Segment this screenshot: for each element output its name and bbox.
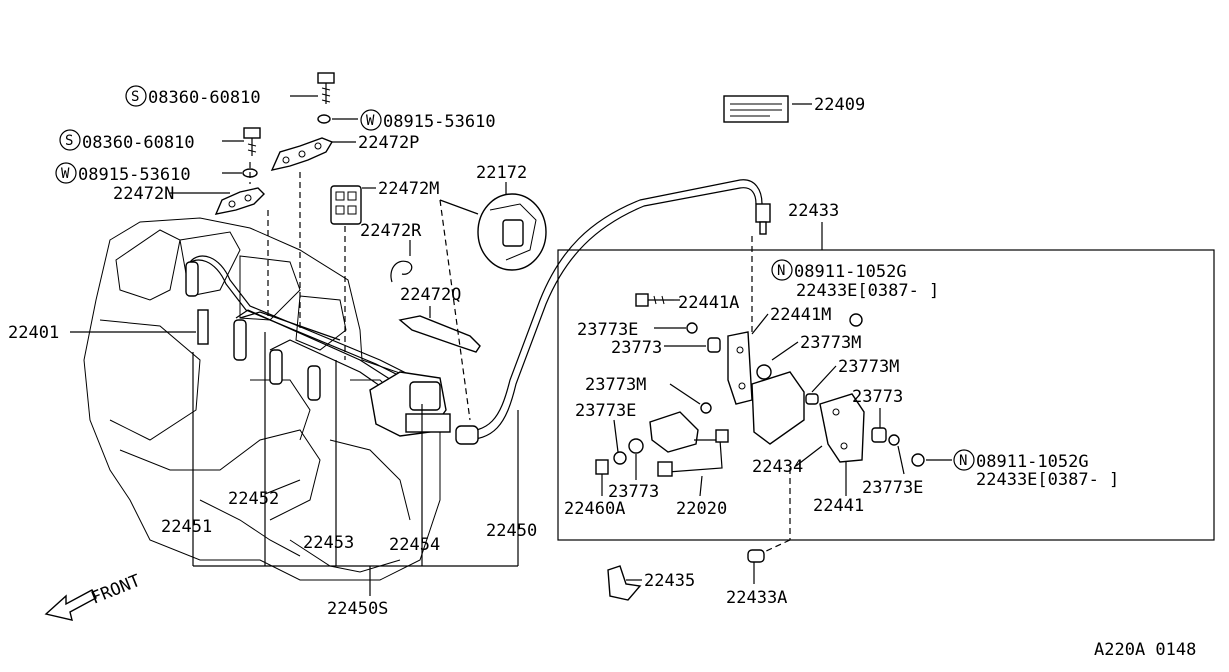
nut-bot-callout: N 08911-1052G 22433E[0387- ] [911, 449, 1119, 490]
engine-outline [83, 217, 441, 581]
label-23773m-a: 23773M [800, 333, 861, 353]
sensor-22020: 22020 [649, 411, 729, 519]
n-prefix-circle-2 [953, 449, 975, 471]
reference-code: A220A 0148 [1094, 640, 1196, 660]
washer-top-code: 08915-53610 [383, 112, 496, 132]
nut-22433e-top [849, 313, 863, 327]
front-label: FRONT [88, 571, 143, 609]
label-22433e-top: 22433E[0387- ] [796, 281, 939, 301]
ignition-coil-detail-box [557, 249, 1215, 541]
bolt-mid-icon [243, 127, 261, 156]
label-22472m: 22472M [378, 179, 439, 199]
label-23773-a: 23773 [611, 338, 662, 358]
lower-callout-lines [192, 332, 519, 596]
nut-top-callout: N 08911-1052G 22433E[0387- ] [771, 259, 939, 301]
label-22433e-bot: 22433E[0387- ] [976, 470, 1119, 490]
label-22441: 22441 [813, 496, 864, 516]
w-prefix-circle [360, 109, 382, 131]
bracket-22441: 22441 [813, 393, 865, 516]
clip-22435: 22435 [607, 565, 695, 601]
label-22450: 22450 [486, 521, 537, 541]
label-23773-c: 23773 [852, 387, 903, 407]
bolt-top-callout: S 08360-60810 [125, 72, 335, 108]
label-22450s: 22450S [327, 599, 388, 619]
label-22441a: 22441A [678, 293, 739, 313]
n-prefix: N [777, 263, 785, 279]
front-arrow: FRONT [44, 571, 143, 621]
label-23773m-c: 23773M [585, 375, 646, 395]
washer-23773e-c [888, 434, 900, 446]
bracket-22441m: 22441M [727, 305, 831, 405]
nut-bot-code: 08911-1052G [976, 452, 1089, 472]
label-22433a: 22433A [726, 588, 787, 608]
clamp-22472m: 22472M [330, 179, 439, 225]
label-22460a: 22460A [564, 499, 625, 519]
washer-mid-code: 08915-53610 [78, 165, 191, 185]
nut-22433e-bot [911, 453, 925, 467]
clamp-22472p: 22472P [270, 133, 419, 171]
label-22472p: 22472P [358, 133, 419, 153]
bolt-mid-code: 08360-60810 [82, 133, 195, 153]
grommet-23773m-c [700, 402, 712, 414]
washer-top-callout: W 08915-53610 [317, 109, 496, 132]
ignition-coil-22434: 22434 [751, 364, 823, 477]
label-22472r: 22472R [360, 221, 422, 241]
label-22401: 22401 [8, 323, 59, 343]
bolt-mid-callout: S 08360-60810 [59, 127, 261, 156]
label-23773e-c: 23773E [862, 478, 923, 498]
label-22435: 22435 [644, 571, 695, 591]
label-23773e-b: 23773E [575, 401, 636, 421]
ht-cable-22433: 22433 [455, 179, 839, 445]
w-prefix-2: W [61, 166, 70, 182]
label-23773-b: 23773 [608, 482, 659, 502]
clamp-22472n: 22472N [113, 184, 265, 215]
washer-top-icon [317, 114, 331, 124]
label-22409: 22409 [814, 95, 865, 115]
label-22451: 22451 [161, 517, 212, 537]
s-prefix: S [131, 89, 139, 105]
label-22472n: 22472N [113, 184, 174, 204]
w-prefix-circle-2 [55, 162, 77, 184]
spark-plug-wire-set [185, 255, 421, 405]
s-prefix-circle-2 [59, 129, 81, 151]
bolt-22460a [595, 459, 609, 475]
washer-23773e-b [613, 451, 627, 465]
n-prefix-2: N [959, 453, 967, 469]
label-22172: 22172 [476, 163, 527, 183]
grommet-23773-b [628, 438, 644, 454]
label-22472q: 22472Q [400, 285, 461, 305]
grommet-23773-c [871, 427, 887, 443]
s-prefix-2: S [65, 133, 73, 149]
n-prefix-circle [771, 259, 793, 281]
label-22441m: 22441M [770, 305, 831, 325]
label-22020: 22020 [676, 499, 727, 519]
bolt-top-icon [317, 72, 335, 104]
label-23773m-b: 23773M [838, 357, 899, 377]
washer-23773e-a [686, 322, 698, 334]
label-22434: 22434 [752, 457, 803, 477]
label-plate-22409: 22409 [723, 95, 865, 123]
spark-plug-22401: 22401 [8, 309, 209, 345]
bolt-top-code: 08360-60810 [148, 88, 261, 108]
label-23773e-a: 23773E [577, 320, 638, 340]
distributor-body [369, 371, 451, 437]
label-22453: 22453 [303, 533, 354, 553]
label-22454: 22454 [389, 535, 440, 555]
boot-22433a: 22433A [726, 549, 787, 608]
s-prefix-circle [125, 85, 147, 107]
grommet-23773-a [707, 337, 721, 353]
nut-top-code: 08911-1052G [794, 262, 907, 282]
distributor-cap-22172: 22172 [439, 163, 547, 271]
clip-22472r: 22472R [360, 221, 422, 283]
bolt-22441a: 22441A [635, 293, 739, 313]
clamp-22472q: 22472Q [398, 285, 481, 353]
label-22433: 22433 [788, 201, 839, 221]
w-prefix: W [366, 113, 375, 129]
label-22452: 22452 [228, 489, 279, 509]
washer-mid-callout: W 08915-53610 [55, 162, 258, 185]
